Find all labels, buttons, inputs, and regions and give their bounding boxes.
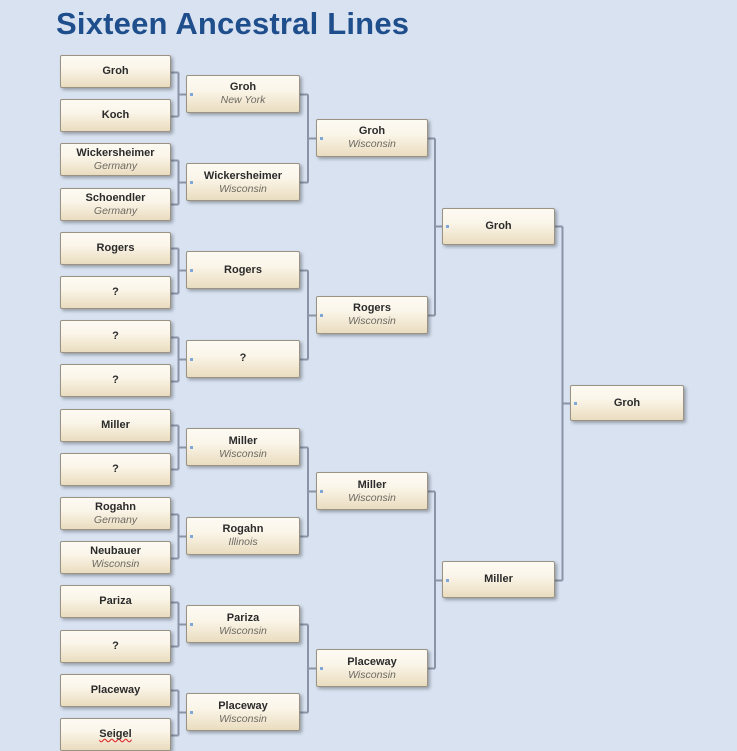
ancestor-surname: Neubauer xyxy=(90,545,141,558)
ancestor-node[interactable]: ? xyxy=(60,276,171,309)
ancestor-place: New York xyxy=(220,94,266,107)
ancestor-surname: Schoendler xyxy=(85,191,146,204)
ancestor-place: Wisconsin xyxy=(219,624,267,637)
ancestor-surname: Wickersheimer xyxy=(203,169,283,182)
ancestor-node[interactable]: Groh xyxy=(60,55,171,88)
ancestor-place: Germany xyxy=(93,160,138,173)
ancestor-node[interactable]: Groh xyxy=(570,385,684,421)
ancestor-surname: Pariza xyxy=(226,611,260,624)
ancestor-place: Wisconsin xyxy=(348,491,396,504)
ancestor-place: Germany xyxy=(93,514,138,526)
ancestor-surname: Rogahn xyxy=(95,501,136,513)
ancestor-surname: ? xyxy=(112,639,119,652)
ancestor-surname: Groh xyxy=(613,396,641,409)
ancestor-surname: Rogers xyxy=(353,302,391,315)
ancestor-node[interactable]: Pariza xyxy=(60,585,171,619)
ancestor-place: Wisconsin xyxy=(219,182,267,195)
ancestor-node[interactable]: Miller xyxy=(60,408,171,442)
ancestor-surname: Rogahn xyxy=(222,523,264,536)
ancestor-node[interactable]: Koch xyxy=(60,99,171,133)
ancestor-surname: Wickersheimer xyxy=(76,147,155,160)
ancestor-place: Wisconsin xyxy=(219,712,267,725)
ancestor-surname: Seigel xyxy=(99,728,132,740)
ancestor-node[interactable]: ? xyxy=(60,629,171,663)
ancestor-surname: Groh xyxy=(229,81,257,94)
ancestor-surname: Miller xyxy=(357,478,387,491)
ancestor-place: Illinois xyxy=(228,536,258,549)
ancestor-surname: Groh xyxy=(485,219,512,232)
ancestor-surname: ? xyxy=(112,286,119,298)
ancestor-place: Wisconsin xyxy=(348,138,396,151)
ancestor-surname: Groh xyxy=(358,125,386,138)
ancestor-surname: Koch xyxy=(101,109,130,122)
ancestor-place: Wisconsin xyxy=(348,315,396,328)
page-title: Sixteen Ancestral Lines xyxy=(56,6,410,41)
ancestor-surname: Rogers xyxy=(96,241,135,254)
ancestor-place: Germany xyxy=(93,204,138,217)
ancestor-surname: Placeway xyxy=(347,655,397,668)
ancestor-node[interactable]: ? xyxy=(60,452,171,486)
ancestor-place: Wisconsin xyxy=(219,447,267,460)
ancestor-node[interactable]: ? xyxy=(186,339,300,378)
ancestor-node[interactable]: Groh xyxy=(442,207,555,245)
ancestor-place: Wisconsin xyxy=(91,558,140,571)
ancestor-node[interactable]: Placeway xyxy=(60,673,171,707)
ancestor-surname: ? xyxy=(112,330,119,343)
ancestor-node[interactable]: Miller xyxy=(442,561,555,599)
ancestor-surname: ? xyxy=(112,374,119,387)
ancestor-node[interactable]: ? xyxy=(60,364,171,398)
ancestor-node[interactable]: ? xyxy=(60,320,171,354)
ancestor-surname: Rogers xyxy=(224,263,262,276)
ancestor-surname: Miller xyxy=(228,434,258,447)
ancestor-surname: Groh xyxy=(102,65,129,77)
ancestor-node[interactable]: Rogers xyxy=(186,251,300,290)
ancestor-node[interactable]: Rogers xyxy=(60,231,171,265)
ancestor-node[interactable]: Seigel xyxy=(60,718,171,751)
ancestor-surname: Placeway xyxy=(90,683,141,696)
ancestor-surname: Miller xyxy=(484,573,513,586)
ancestor-surname: Placeway xyxy=(218,699,268,712)
ancestor-surname: Pariza xyxy=(99,595,132,608)
ancestor-surname: ? xyxy=(112,462,119,475)
ancestor-surname: Miller xyxy=(101,418,130,431)
ancestor-surname: ? xyxy=(239,352,247,365)
ancestor-place: Wisconsin xyxy=(348,668,396,681)
